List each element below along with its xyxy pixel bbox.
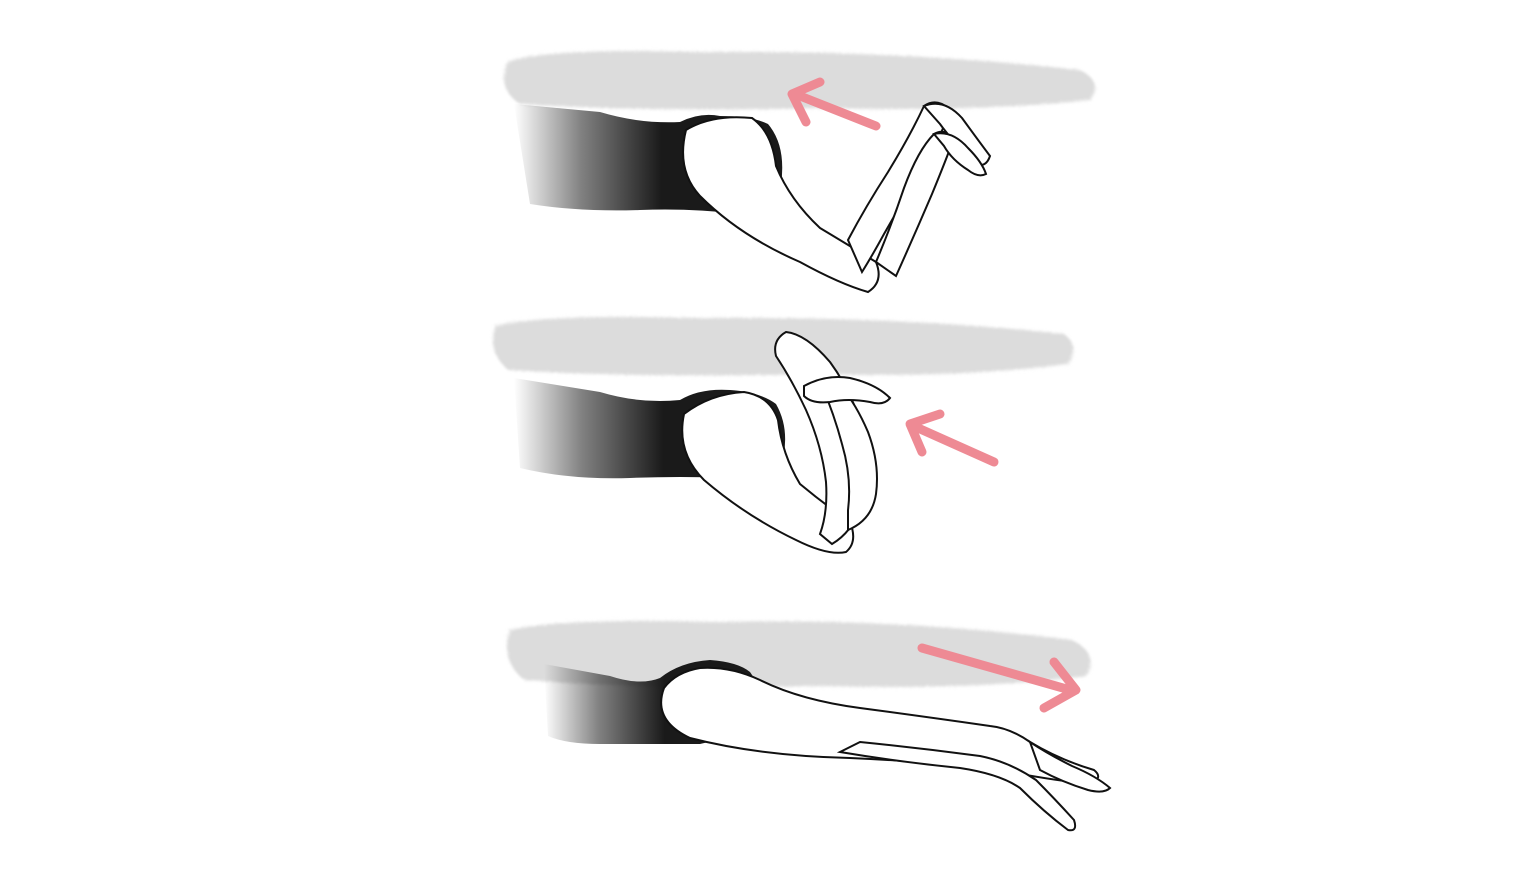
thigh: [682, 116, 880, 294]
panel-2: [492, 317, 1074, 554]
panel-1: [504, 51, 1096, 294]
panel-3: [507, 621, 1112, 832]
foot-front: [932, 132, 988, 177]
arrow-icon: [905, 409, 999, 467]
leg-upper: [660, 666, 1100, 786]
arrow-icon: [787, 77, 881, 131]
arrow-icon: [917, 643, 1081, 713]
feet: [803, 376, 892, 405]
water-band: [504, 51, 1096, 110]
leg-lower: [836, 740, 1077, 832]
foot-front: [1028, 739, 1112, 793]
water-band: [507, 621, 1091, 688]
